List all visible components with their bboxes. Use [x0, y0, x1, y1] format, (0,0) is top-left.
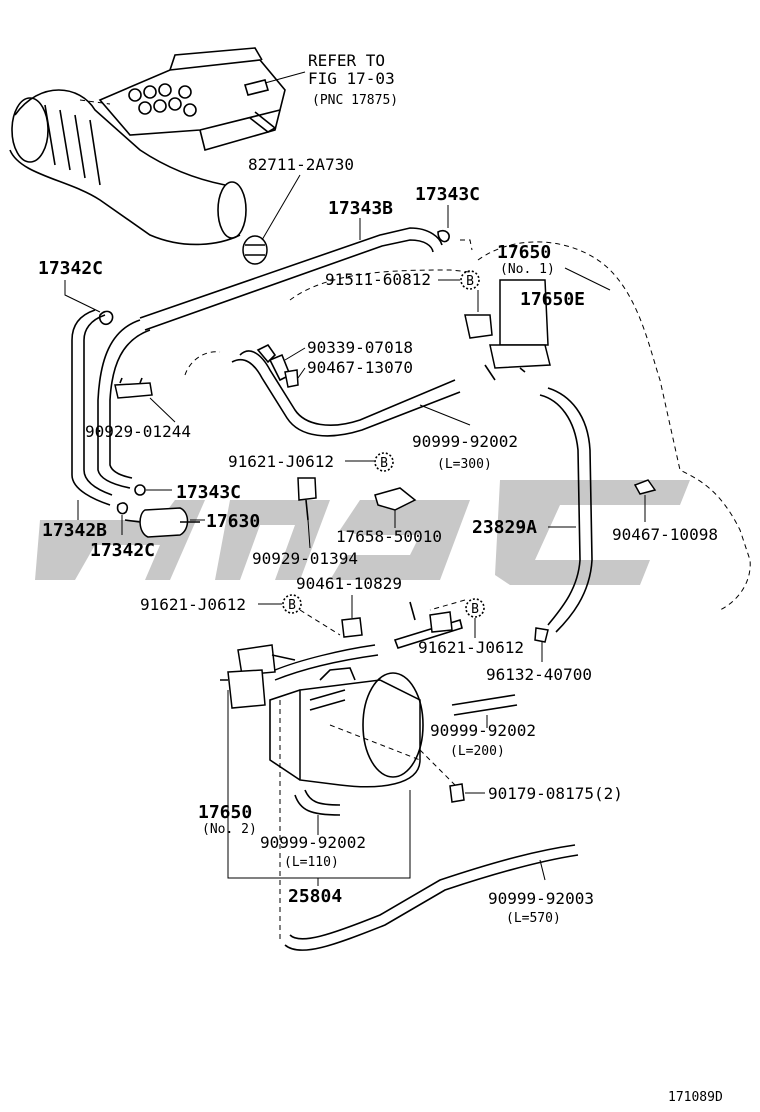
bracket-17658-50010 [374, 487, 417, 511]
clamp-17342c-bottom [116, 502, 129, 515]
refer-line-1: REFER TO [308, 51, 385, 70]
canister [269, 667, 424, 788]
label-17650-no1: 17650 [497, 242, 551, 263]
label-17342c-top: 17342C [38, 258, 103, 279]
label-90999-92002-b: 90999-92002 [430, 721, 536, 740]
label-90999-92002-b-len: (L=200) [450, 744, 505, 759]
label-23829a: 23829A [472, 517, 537, 538]
hose-17342b [71, 309, 113, 506]
label-17342b: 17342B [42, 520, 107, 541]
filter-17630 [124, 507, 200, 538]
label-90179-08175: 90179-08175(2) [488, 784, 623, 803]
sensor-90929-01244 [114, 377, 153, 399]
label-90999-92002-a-len: (L=300) [437, 457, 492, 472]
bracket-91621-j0612 [393, 601, 463, 649]
label-90467-13070: 90467-13070 [307, 358, 413, 377]
label-17650-no2-sub: (No. 2) [202, 822, 257, 837]
b-marker-label: B [380, 456, 388, 471]
label-90999-92003-len: (L=570) [506, 911, 561, 926]
clamp-17343c-mid [134, 484, 146, 496]
label-90999-92002-a: 90999-92002 [412, 432, 518, 451]
clamp-17343c-top [437, 229, 450, 243]
clip-90467-13070 [284, 369, 299, 388]
hose-17343c [97, 319, 151, 489]
clip-90461-10829 [341, 617, 363, 638]
label-17630: 17630 [206, 511, 260, 532]
b-marker-91621-a: B [374, 452, 394, 472]
vsv-17650e [484, 279, 551, 381]
refer-line-3: (PNC 17875) [312, 93, 398, 108]
bracket-17650-no1 [464, 314, 493, 339]
label-96132-40700: 96132-40700 [486, 665, 592, 684]
b-marker-91621-b: B [282, 594, 302, 614]
refer-line-2: FIG 17-03 [308, 69, 395, 88]
label-17650e: 17650E [520, 289, 585, 310]
label-90929-01394: 90929-01394 [252, 549, 358, 568]
label-17658-50010: 17658-50010 [336, 527, 442, 546]
label-17650-no2: 17650 [198, 802, 252, 823]
b-marker-label: B [471, 602, 479, 617]
cap-82711 [242, 235, 268, 265]
label-90461-10829: 90461-10829 [296, 574, 402, 593]
label-17343c-top: 17343C [415, 184, 480, 205]
b-marker-label: B [466, 274, 474, 289]
hose-90999-92003-l570 [284, 844, 579, 952]
engine-outline [184, 241, 751, 611]
label-90999-92002-c: 90999-92002 [260, 833, 366, 852]
figure-id: 171089D [668, 1090, 723, 1105]
clamp-96132-40700 [534, 627, 549, 643]
clip-90179-08175 [449, 783, 465, 803]
hose-90999-92002-l300 [231, 350, 461, 437]
label-91621-j0612-b: 91621-J0612 [140, 595, 246, 614]
hose-90999-92002-l110 [294, 789, 341, 816]
label-90929-01244: 90929-01244 [85, 422, 191, 441]
clamp-17342c-top [98, 310, 114, 326]
label-17342c-bottom: 17342C [90, 540, 155, 561]
hose-90999-92002-l200 [451, 694, 518, 716]
b-marker-label: B [288, 598, 296, 613]
clip-90467-10098 [633, 479, 657, 495]
label-91511-60812: 91511-60812 [325, 270, 431, 289]
label-25804: 25804 [288, 886, 342, 907]
b-marker-91621-c: B [465, 598, 485, 618]
label-90999-92002-c-len: (L=110) [284, 855, 339, 870]
sensor-90929-01394 [297, 477, 317, 521]
label-91621-j0612-a: 91621-J0612 [228, 452, 334, 471]
label-91621-j0612-c: 91621-J0612 [418, 638, 524, 657]
air-intake-hose [9, 89, 247, 246]
label-90339-07018: 90339-07018 [307, 338, 413, 357]
air-cleaner-housing [98, 47, 286, 151]
label-90467-10098: 90467-10098 [612, 525, 718, 544]
label-17343b: 17343B [328, 198, 393, 219]
vsv-17650-no2 [220, 644, 296, 709]
b-marker-91511: B [460, 270, 480, 290]
hose-17343b [139, 227, 443, 331]
label-82711-2a730: 82711-2A730 [248, 155, 354, 174]
label-17650-no1-sub: (No. 1) [500, 262, 555, 277]
label-17343c-mid: 17343C [176, 482, 241, 503]
hose-23829a [539, 387, 593, 633]
label-90999-92003: 90999-92003 [488, 889, 594, 908]
